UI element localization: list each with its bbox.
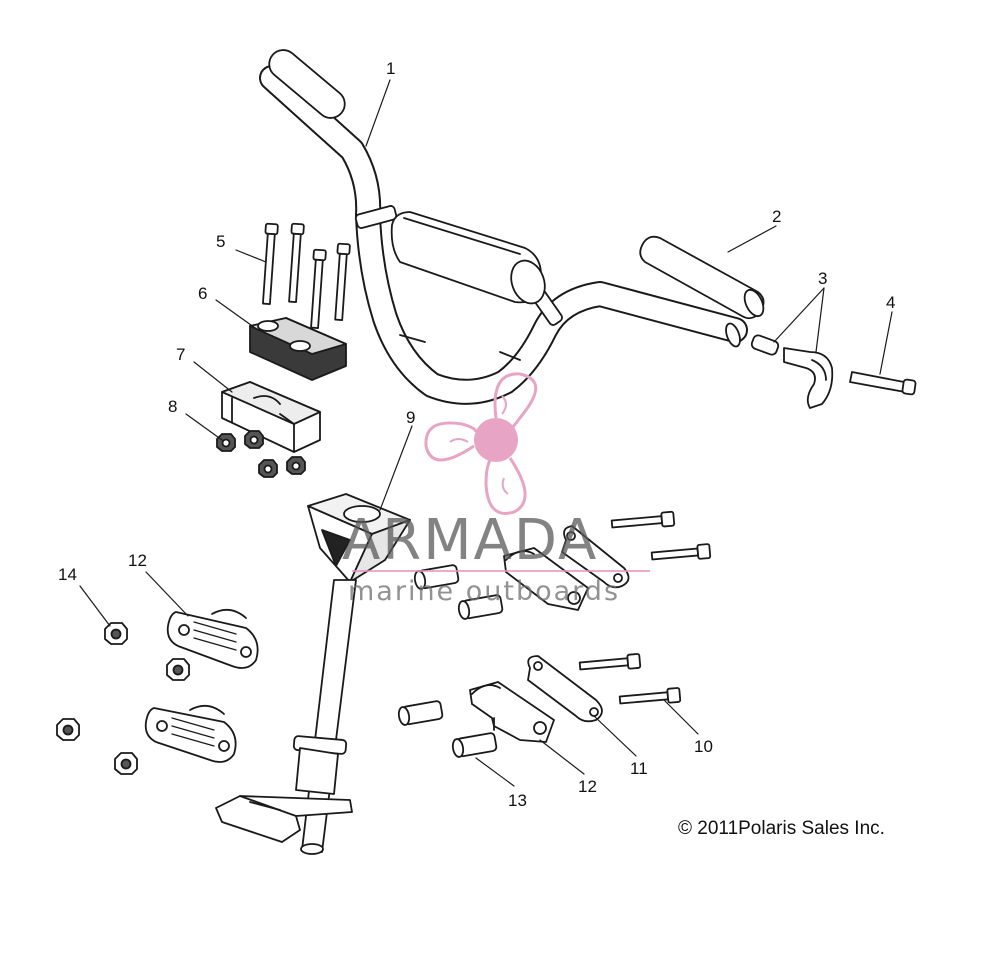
callout-5: 5 bbox=[216, 232, 225, 251]
part-clamp-blocks bbox=[144, 547, 589, 763]
part-clamp-lower bbox=[221, 381, 321, 453]
callout-10: 10 bbox=[694, 737, 713, 756]
watermark-brand: ARMADA bbox=[342, 508, 599, 573]
callout-13: 13 bbox=[508, 791, 527, 810]
callout-14: 14 bbox=[58, 565, 77, 584]
copyright-notice: © 2011Polaris Sales Inc. bbox=[678, 818, 885, 839]
part-bolts-upper bbox=[262, 222, 351, 329]
callout-11: 11 bbox=[630, 759, 648, 778]
callout-2: 2 bbox=[772, 207, 781, 226]
part-clamp-upper bbox=[249, 317, 347, 381]
part-nuts-upper bbox=[216, 430, 306, 478]
part-sleeves bbox=[397, 564, 504, 758]
callout-7: 7 bbox=[176, 345, 185, 364]
part-nuts-lower bbox=[56, 622, 190, 775]
callout-4: 4 bbox=[886, 293, 895, 312]
part-grip-right bbox=[639, 235, 765, 320]
part-bolts-lower bbox=[578, 510, 712, 705]
callout-labels: 1 2 3 4 5 6 7 8 9 10 11 12 12 13 14 bbox=[58, 59, 895, 810]
watermark-propeller-icon bbox=[424, 372, 537, 515]
leader-lines bbox=[79, 79, 893, 787]
callout-3: 3 bbox=[818, 269, 827, 288]
part-throttle-lever bbox=[750, 334, 834, 409]
callout-12-lower: 12 bbox=[578, 777, 597, 796]
part-handlebar bbox=[259, 49, 748, 405]
callout-1: 1 bbox=[386, 59, 395, 78]
callout-8: 8 bbox=[168, 397, 177, 416]
callout-6: 6 bbox=[198, 284, 207, 303]
watermark-tagline: marine outboards bbox=[348, 576, 621, 607]
part-steering-post bbox=[215, 493, 411, 855]
callout-12-left: 12 bbox=[128, 551, 147, 570]
callout-9: 9 bbox=[406, 408, 415, 427]
watermark-divider bbox=[352, 570, 650, 572]
part-long-bolt bbox=[849, 371, 917, 396]
